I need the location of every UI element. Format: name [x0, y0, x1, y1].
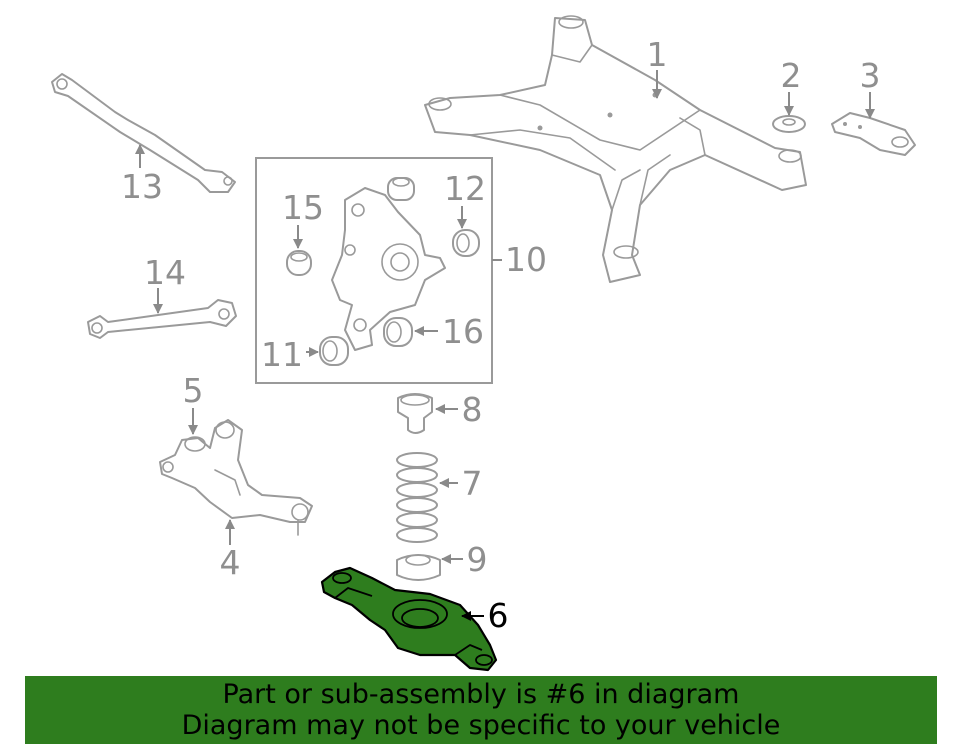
notice-banner: Part or sub-assembly is #6 in diagram Di… — [25, 676, 937, 744]
callout-4: 4 — [220, 543, 241, 582]
notice-line-1: Part or sub-assembly is #6 in diagram — [222, 679, 740, 710]
callout-16: 16 — [442, 312, 484, 351]
callout-13: 13 — [121, 167, 163, 206]
callout-1: 1 — [647, 35, 668, 74]
callout-9: 9 — [467, 540, 488, 579]
lateral-link-rod[interactable] — [51, 73, 236, 193]
lower-control-arm-highlighted[interactable] — [320, 566, 498, 672]
spring-seat[interactable] — [396, 554, 441, 581]
rear-knuckle[interactable] — [331, 187, 446, 351]
mount-washer[interactable] — [772, 115, 806, 133]
bushing-16[interactable] — [383, 317, 413, 347]
bump-stop[interactable] — [397, 393, 433, 434]
callout-12: 12 — [444, 169, 486, 208]
knuckle-assembly-box — [255, 157, 493, 384]
callout-3: 3 — [860, 56, 881, 95]
callout-7: 7 — [462, 464, 483, 503]
mount-bracket[interactable] — [831, 112, 916, 156]
callout-14: 14 — [144, 253, 186, 292]
crossmember-subframe[interactable] — [424, 15, 807, 283]
notice-line-2: Diagram may not be specific to your vehi… — [181, 710, 781, 741]
bushing-top[interactable] — [387, 177, 415, 201]
callout-15: 15 — [282, 188, 324, 227]
callout-6: 6 — [488, 596, 509, 635]
callout-8: 8 — [462, 390, 483, 429]
callout-11: 11 — [261, 335, 303, 374]
bushing-11[interactable] — [319, 336, 349, 366]
callout-5: 5 — [183, 371, 204, 410]
bushing-15[interactable] — [286, 250, 312, 276]
leader-lines — [135, 70, 875, 621]
upper-control-arm[interactable] — [159, 419, 313, 536]
callout-10: 10 — [505, 240, 547, 279]
callout-2: 2 — [781, 56, 802, 95]
coil-spring[interactable] — [396, 452, 438, 543]
bushing-12[interactable] — [452, 229, 480, 257]
toe-control-arm[interactable] — [87, 299, 237, 339]
